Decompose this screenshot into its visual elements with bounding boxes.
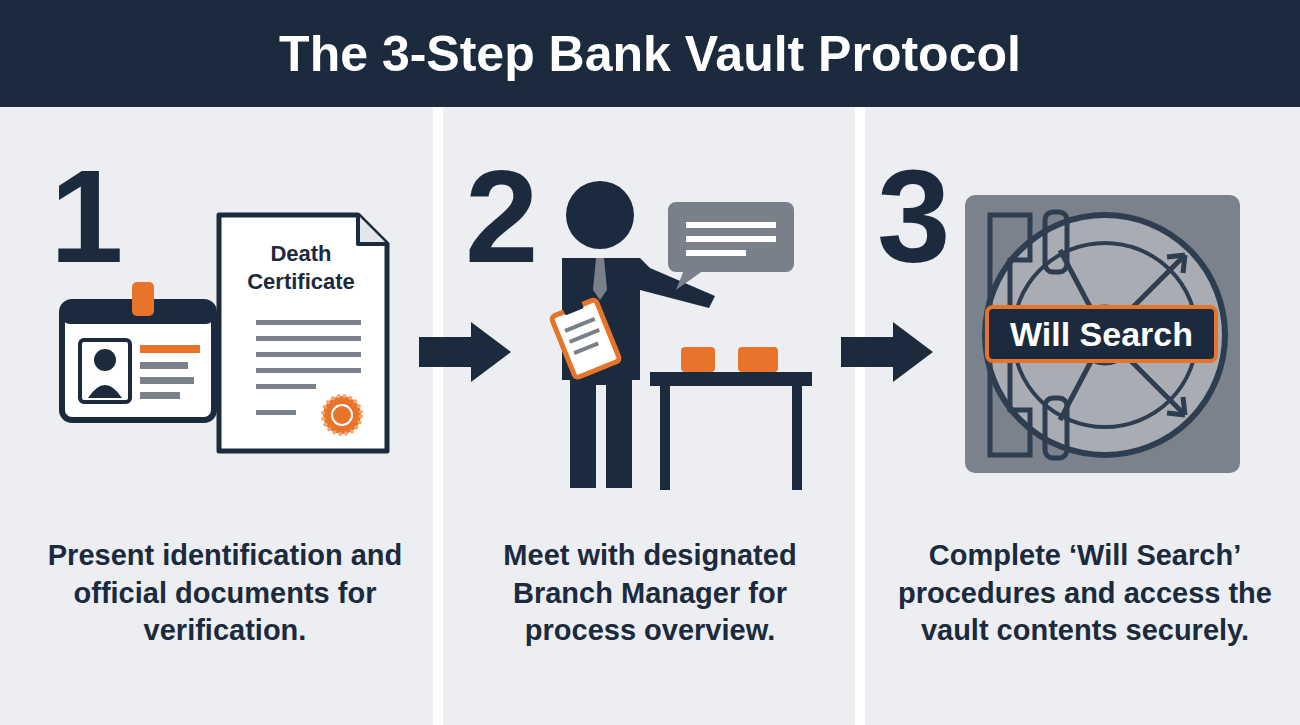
step-caption: Present identification and official docu…	[35, 537, 415, 650]
id-card-icon	[62, 282, 214, 420]
title-wrap: The 3-Step Bank Vault Protocol	[0, 0, 1300, 107]
step-caption-wrap: Present identification and official docu…	[35, 537, 415, 650]
panel-ground	[443, 107, 855, 725]
panel-ground	[0, 107, 433, 725]
step-number-wrap: 1	[50, 151, 123, 283]
title: The 3-Step Bank Vault Protocol	[279, 29, 1021, 79]
step-caption: Complete ‘Will Search’ procedures and ac…	[895, 537, 1275, 650]
document-card: Death Certificate	[216, 212, 390, 454]
step-caption-wrap: Meet with designated Branch Manager for …	[460, 537, 840, 650]
panel-ground	[865, 107, 1300, 725]
step-number-wrap: 3	[877, 151, 950, 283]
step-panel: 2Meet with designated Branch Manager for…	[443, 107, 855, 725]
step-caption-wrap: Complete ‘Will Search’ procedures and ac…	[895, 537, 1275, 650]
vault-door-icon	[965, 195, 1240, 473]
document-title: Death Certificate	[226, 240, 376, 295]
step-number: 2	[465, 151, 538, 283]
title-bar	[0, 0, 1300, 107]
step-caption: Meet with designated Branch Manager for …	[460, 537, 840, 650]
speech-bubble	[668, 202, 794, 290]
search-badge: Will Search	[985, 305, 1218, 363]
badge-label: Will Search	[1010, 317, 1193, 351]
flow-arrow	[841, 322, 933, 382]
step-number-wrap: 2	[465, 151, 538, 283]
step-panel: 3Complete ‘Will Search’ procedures and a…	[865, 107, 1300, 725]
table-icon	[650, 347, 812, 490]
step-panel: 1Present identification and official doc…	[0, 107, 433, 725]
document-title-wrap: Death Certificate	[226, 240, 376, 295]
step-number: 3	[877, 151, 950, 283]
flow-arrow	[419, 322, 511, 382]
step-number: 1	[50, 151, 123, 283]
